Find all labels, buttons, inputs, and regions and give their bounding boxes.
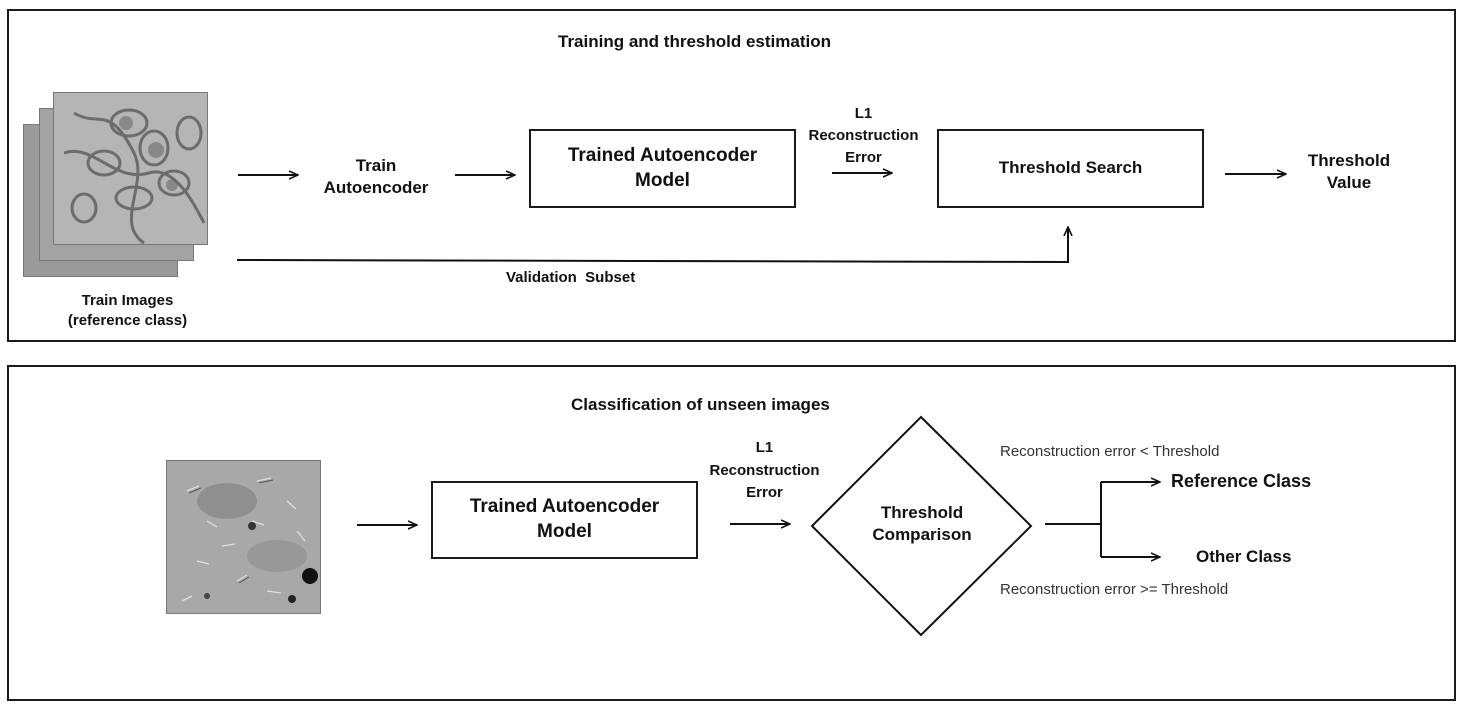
other-class-label: Other Class: [1196, 547, 1292, 566]
train-images-label-line1: Train Images: [81, 292, 174, 309]
unseen-cell-microscopy-picture: [167, 461, 320, 613]
threshold-comparison-line2: Comparison: [872, 525, 972, 545]
threshold-value-output: Threshold Value: [1294, 150, 1404, 194]
trained-model-box-top-line1: Trained Autoencoder: [567, 144, 758, 166]
training-panel-title: Training and threshold estimation: [558, 32, 831, 51]
l1-error-label-bottom-line2: Reconstruction: [709, 461, 820, 479]
reference-class-label: Reference Class: [1171, 471, 1312, 491]
classification-panel-title: Classification of unseen images: [571, 395, 830, 414]
validation-subset-label: Validation Subset: [506, 269, 636, 286]
cell-microscopy-picture: [54, 93, 207, 244]
train-step-line2: Autoencoder: [323, 178, 429, 198]
condition-lower-label: Reconstruction error >= Threshold: [1000, 581, 1229, 598]
threshold-search-box: Threshold Search: [937, 129, 1204, 208]
l1-error-label-top-line2: Reconstruction: [808, 126, 919, 144]
train-images-label: Train Images (reference class): [55, 291, 200, 330]
train-autoencoder-step: Train Autoencoder: [306, 155, 446, 199]
train-images-label-line2: (reference class): [67, 311, 188, 329]
l1-error-label-top-line3: Error: [845, 148, 882, 166]
trained-model-box-bottom: Trained Autoencoder Model: [431, 481, 698, 559]
training-panel: [7, 9, 1456, 342]
l1-error-label-bottom-line3: Error: [746, 484, 783, 501]
trained-model-box-bottom-line1: Trained Autoencoder: [469, 496, 660, 518]
unseen-image: [166, 460, 321, 614]
trained-model-box-bottom-line2: Model: [537, 521, 592, 542]
threshold-value-line1: Threshold: [1307, 151, 1391, 170]
train-step-line1: Train: [355, 156, 397, 175]
l1-error-label-top: L1 Reconstruction Error: [796, 103, 931, 168]
train-image-front: [53, 92, 208, 245]
l1-error-label-bottom-line1: L1: [755, 439, 774, 456]
classification-panel: [7, 365, 1456, 701]
threshold-comparison-label: Threshold Comparison: [852, 502, 992, 546]
l1-error-label-top-line1: L1: [854, 105, 873, 122]
trained-model-box-top: Trained Autoencoder Model: [529, 129, 796, 208]
threshold-comparison-line1: Threshold: [880, 503, 964, 522]
threshold-value-line2: Value: [1326, 173, 1372, 193]
trained-model-box-top-line2: Model: [635, 169, 690, 191]
l1-error-label-bottom: L1 Reconstruction Error: [697, 437, 832, 505]
condition-upper-label: Reconstruction error < Threshold: [1000, 443, 1220, 460]
threshold-search-box-label: Threshold Search: [998, 158, 1143, 178]
